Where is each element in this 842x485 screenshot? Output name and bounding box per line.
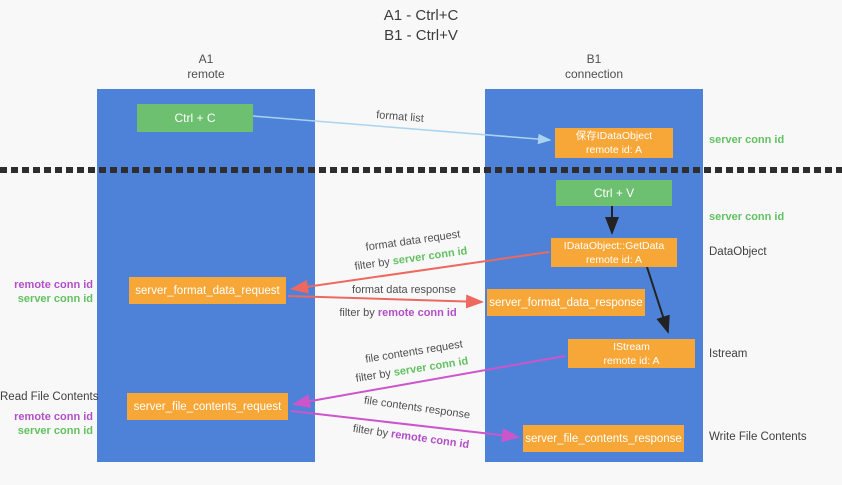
arrow-format-data-request: [290, 251, 550, 294]
getdata-subtitle: remote id: A: [585, 253, 643, 266]
istream-subtitle: remote id: A: [603, 354, 660, 367]
title-line-b1: B1 - Ctrl+V: [384, 27, 458, 44]
column-a1-role: remote: [187, 67, 225, 81]
label-remote-conn-id-lower: remote conn id: [14, 411, 93, 423]
label-dataobject: DataObject: [709, 246, 767, 258]
title-line-a1: A1 - Ctrl+C: [383, 7, 459, 24]
column-b1-role: connection: [564, 67, 624, 81]
label-format-data-response: format data response: [352, 284, 456, 296]
column-header-b1: B1 connection: [485, 52, 703, 82]
ctrl-c-label: Ctrl + C: [174, 111, 216, 125]
filter-by-text: filter by: [339, 307, 378, 319]
file-request-label: server_file_contents_request: [133, 400, 282, 413]
arrow-getdata-to-istream: [646, 266, 670, 334]
getdata-title: IDataObject::GetData: [563, 239, 665, 252]
label-server-conn-id-upper: server conn id: [17, 293, 93, 305]
format-request-label: server_format_data_request: [135, 284, 280, 297]
diagram-title: A1 - Ctrl+C B1 - Ctrl+V: [0, 6, 842, 46]
label-conn-ids-lower-left: remote conn id server conn id: [0, 410, 93, 438]
label-read-file-contents: Read File Contents: [0, 391, 99, 403]
node-istream: IStream remote id: A: [568, 339, 695, 368]
arrow-format-list: [252, 115, 552, 145]
column-header-a1: A1 remote: [97, 52, 315, 82]
node-idataobject-getdata: IDataObject::GetData remote id: A: [551, 238, 677, 267]
save-dataobject-subtitle: remote id: A: [585, 144, 643, 156]
label-filter-by-remote-conn-id-1: filter by remote conn id: [339, 307, 456, 319]
arrow-file-contents-response: [290, 410, 520, 443]
label-write-file-contents: Write File Contents: [709, 431, 807, 443]
istream-title: IStream: [613, 340, 650, 353]
label-remote-conn-id-upper: remote conn id: [14, 279, 93, 291]
node-server-format-data-request: server_format_data_request: [129, 277, 286, 304]
label-server-conn-id-top-right: server conn id: [709, 134, 785, 146]
label-istream: Istream: [709, 348, 748, 360]
ctrl-v-label: Ctrl + V: [593, 186, 635, 200]
save-dataobject-title: 保存IDataObject: [575, 130, 653, 142]
node-server-file-contents-response: server_file_contents_response: [523, 425, 684, 452]
arrow-format-data-response: [287, 294, 484, 309]
label-server-conn-id-mid-right: server conn id: [709, 211, 785, 223]
file-response-label: server_file_contents_response: [525, 432, 682, 445]
node-save-dataobject: 保存IDataObject remote id: A: [555, 128, 673, 158]
label-conn-ids-upper-left: remote conn id server conn id: [0, 278, 93, 306]
node-server-file-contents-request: server_file_contents_request: [127, 393, 288, 420]
column-a1-name: A1: [198, 52, 214, 66]
column-b1-name: B1: [586, 52, 602, 66]
node-ctrl-v: Ctrl + V: [556, 180, 672, 206]
node-server-format-data-response: server_format_data_response: [487, 289, 645, 316]
format-response-label: server_format_data_response: [489, 296, 643, 309]
label-server-conn-id-lower: server conn id: [17, 425, 93, 437]
remote-conn-id-text: remote conn id: [377, 307, 457, 319]
dotted-divider-line: [0, 167, 842, 173]
node-ctrl-c: Ctrl + C: [137, 104, 253, 132]
arrow-file-contents-request: [292, 355, 566, 409]
